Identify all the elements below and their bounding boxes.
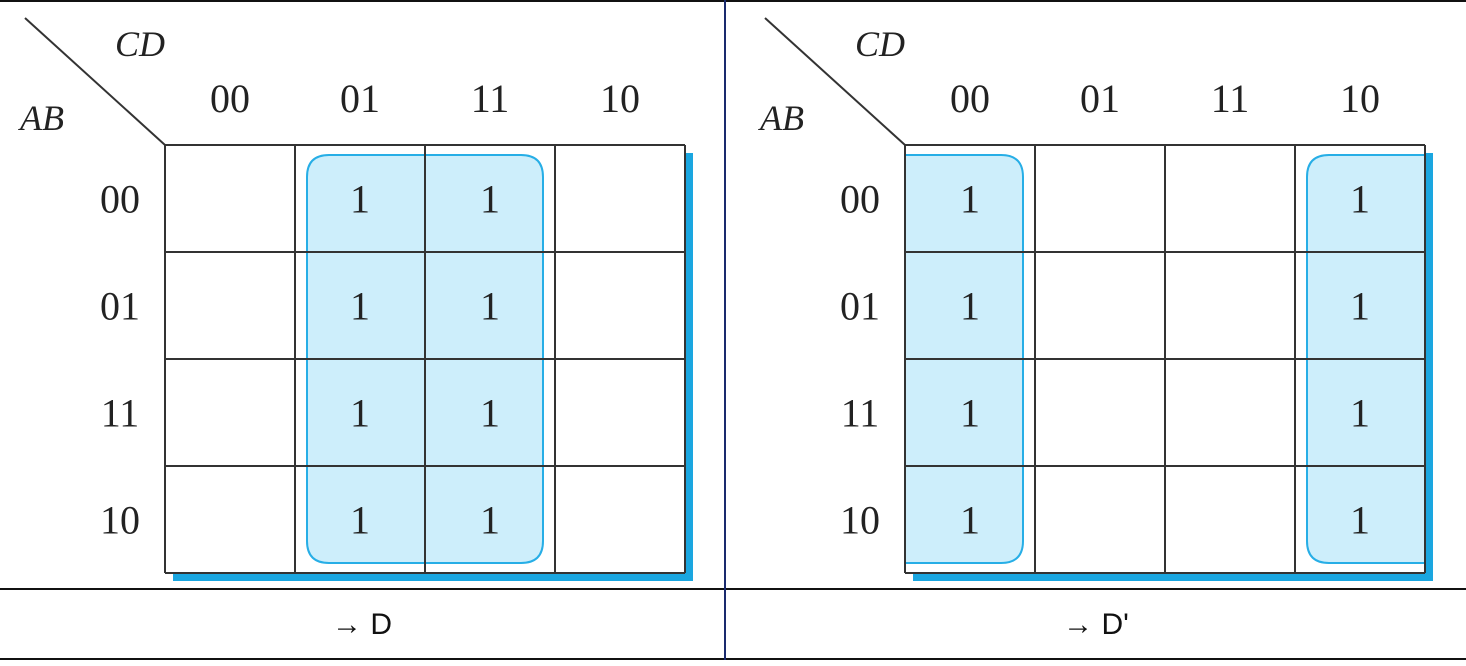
row-label-00: 00 (100, 177, 140, 222)
row-label-01: 01 (100, 284, 140, 329)
cell-value: 1 (350, 284, 370, 329)
row-label-01: 01 (840, 284, 880, 329)
column-label-01: 01 (340, 76, 380, 121)
caption-left: → D (332, 608, 392, 641)
header-diagonal (24, 17, 166, 146)
cell-value: 1 (480, 498, 500, 543)
cell-value: 1 (960, 177, 980, 222)
row-label-11: 11 (841, 391, 880, 436)
row-label-00: 00 (840, 177, 880, 222)
header-diagonal (764, 17, 906, 146)
column-label-11: 11 (471, 76, 510, 121)
column-label-10: 10 (600, 76, 640, 121)
row-variable-label: AB (758, 98, 804, 138)
column-variable-label: CD (855, 24, 905, 64)
column-label-01: 01 (1080, 76, 1120, 121)
table-column-divider (724, 0, 726, 660)
table-top-border (0, 0, 1466, 2)
column-variable-label: CD (115, 24, 165, 64)
row-label-10: 10 (100, 498, 140, 543)
cell-value: 1 (1350, 498, 1370, 543)
cell-value: 1 (480, 284, 500, 329)
row-variable-label: AB (18, 98, 64, 138)
cell-value: 1 (350, 177, 370, 222)
cell-value: 1 (960, 498, 980, 543)
column-label-11: 11 (1211, 76, 1250, 121)
cell-value: 1 (480, 391, 500, 436)
cell-value: 1 (350, 391, 370, 436)
table-bottom-border (0, 658, 1466, 660)
cell-value: 1 (350, 498, 370, 543)
table-row-divider (0, 588, 1466, 590)
cell-value: 1 (480, 177, 500, 222)
caption-right: → D' (1063, 608, 1129, 641)
cell-value: 1 (1350, 284, 1370, 329)
column-label-00: 00 (210, 76, 250, 121)
row-label-10: 10 (840, 498, 880, 543)
column-label-00: 00 (950, 76, 990, 121)
cell-value: 1 (1350, 177, 1370, 222)
column-label-10: 10 (1340, 76, 1380, 121)
cell-value: 1 (960, 391, 980, 436)
group-outline-0 (306, 154, 544, 564)
cell-value: 1 (1350, 391, 1370, 436)
row-label-11: 11 (101, 391, 140, 436)
cell-value: 1 (960, 284, 980, 329)
